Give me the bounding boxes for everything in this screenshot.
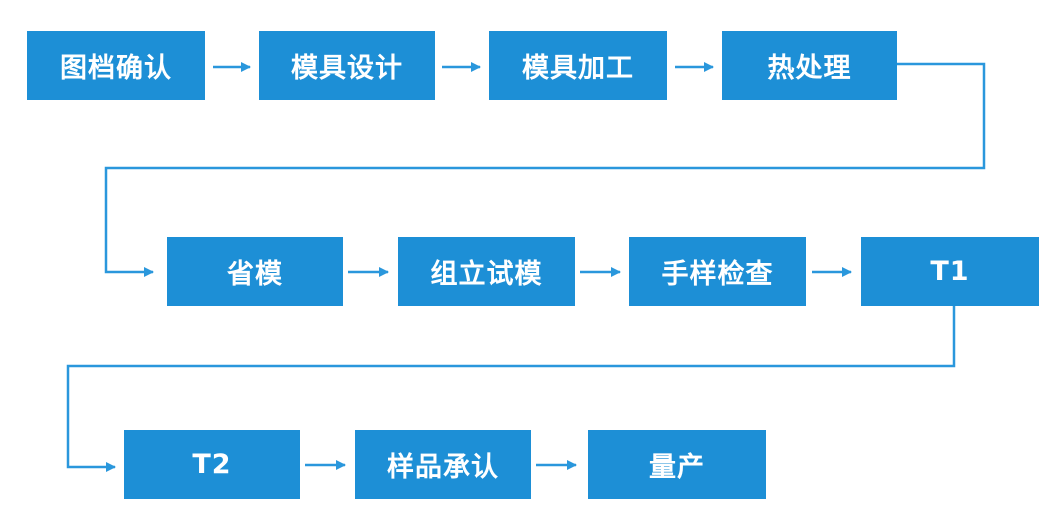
step-sample-approval: 样品承认: [355, 430, 531, 499]
step-mold-polishing: 省模: [167, 237, 343, 306]
step-mass-production: 量产: [588, 430, 766, 499]
step-mold-machining: 模具加工: [489, 31, 667, 100]
step-mold-design: 模具设计: [259, 31, 435, 100]
step-heat-treatment: 热处理: [722, 31, 897, 100]
connector-step8-to-step9: [66, 306, 956, 472]
step-drawing-confirmation: 图档确认: [27, 31, 205, 100]
step-t2: T2: [124, 430, 300, 499]
step-assembly-trial: 组立试模: [398, 237, 575, 306]
step-t1: T1: [861, 237, 1039, 306]
step-hand-sample-check: 手样检查: [629, 237, 806, 306]
connector-step4-to-step5: [104, 62, 986, 277]
